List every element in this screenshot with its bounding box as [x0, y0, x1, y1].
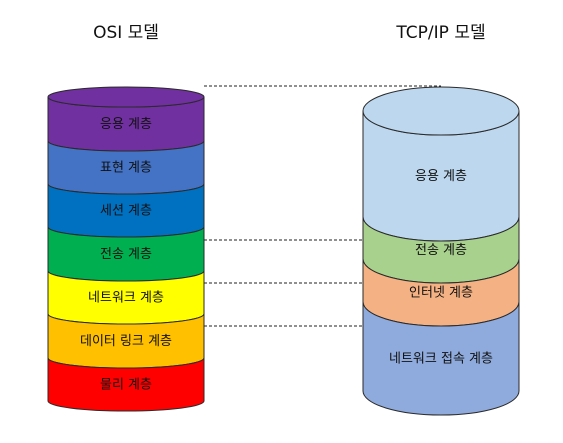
tcpip-layer-4-label: 네트워크 접속 계층	[389, 352, 493, 367]
osi-top-cap	[47, 86, 205, 108]
osi-layer-1-label: 응용 계층	[100, 117, 152, 132]
osi-layer-5-label: 네트워크 계층	[88, 291, 164, 306]
osi-layer-6-label: 데이터 링크 계층	[80, 334, 172, 349]
tcpip-top-cap	[362, 86, 520, 136]
tcpip-layer-1-label: 응용 계층	[415, 169, 467, 184]
osi-layer-7-band	[47, 357, 205, 412]
osi-model-title: OSI 모델	[93, 23, 159, 43]
tcpip-model-title: TCP/IP 모델	[396, 23, 486, 43]
tcpip-layer-3-label: 인터넷 계층	[409, 286, 473, 301]
osi-layer-4-label: 전송 계층	[100, 247, 152, 262]
osi-layer-7-label: 물리 계층	[100, 378, 152, 393]
tcpip-layer-2-label: 전송 계층	[415, 243, 467, 258]
osi-layer-2-label: 표현 계층	[100, 161, 152, 176]
layer-mapping-lines	[204, 85, 441, 327]
tcpip-layer-4-band	[362, 301, 520, 416]
osi-layer-3-label: 세션 계층	[100, 204, 152, 219]
